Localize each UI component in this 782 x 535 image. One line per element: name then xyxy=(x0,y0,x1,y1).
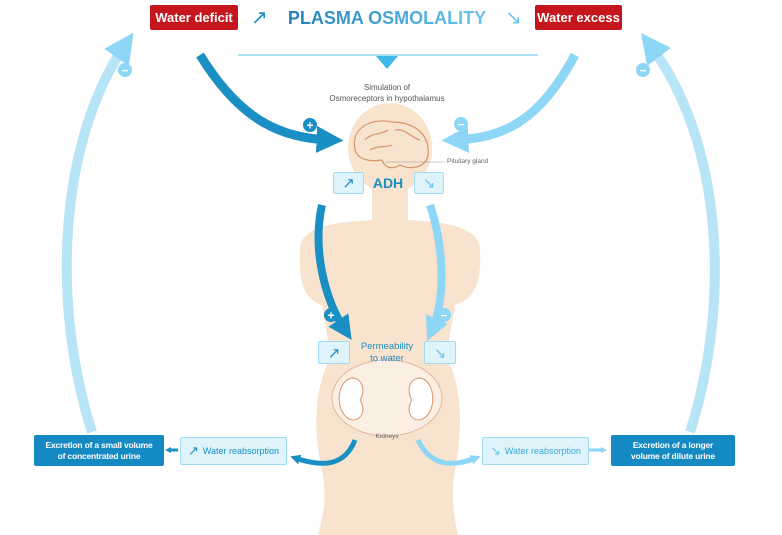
permeability-label: Permeability to water xyxy=(350,341,424,365)
caption-line: Simulation of xyxy=(363,83,411,92)
plus-icon xyxy=(303,118,317,132)
water-deficit-label: Water deficit xyxy=(150,5,238,30)
minus-sign: − xyxy=(457,118,464,132)
down-triangle-icon xyxy=(376,56,398,69)
deficit-arrow xyxy=(196,52,344,153)
adh-increase-arrow xyxy=(314,204,352,340)
kidneys-icon xyxy=(331,359,443,437)
permeability-decrease-box: ↘ xyxy=(424,341,456,364)
decrease-arrow-icon: ↘ xyxy=(505,7,522,29)
plus-sign: + xyxy=(306,119,313,133)
adh-decrease-box: ↘ xyxy=(414,172,444,194)
pituitary-label: Pituitary gland xyxy=(447,158,489,165)
excretion-line: volume of dilute urine xyxy=(631,450,715,461)
plus-icon xyxy=(324,308,338,322)
excess-arrow xyxy=(441,52,579,153)
permeability-line: Permeability xyxy=(360,341,414,352)
brain-icon xyxy=(353,120,429,169)
reabsorption-label: Water reabsorption xyxy=(504,446,582,456)
minus-icon xyxy=(454,117,468,131)
excretion-line: Excretion of a small volume xyxy=(45,439,153,450)
water-excess-label: Water excess xyxy=(535,5,622,30)
page-title: PLASMA OSMOLALITY xyxy=(282,8,492,29)
minus-icon xyxy=(118,63,132,77)
minus-icon xyxy=(636,63,650,77)
excretion-line: Excretion of a longer xyxy=(632,439,714,450)
increase-arrow-icon: ↗ xyxy=(187,443,199,458)
excretion-line: of concentrated urine xyxy=(57,450,141,461)
water-reabsorption-increase-box: ↗ Water reabsorption xyxy=(180,437,287,465)
hypothalamus-caption: Simulation of Osmoreceptors in hypothala… xyxy=(287,82,487,104)
increase-arrow-icon: ↗ xyxy=(251,7,268,29)
minus-sign: − xyxy=(440,309,447,323)
feedback-left-arrow xyxy=(61,32,134,434)
minus-sign: − xyxy=(121,64,128,78)
kidney-right-arrow xyxy=(415,438,481,466)
caption-line: Osmoreceptors in hypothalamus xyxy=(329,94,445,103)
adh-decrease-arrow xyxy=(425,203,448,342)
water-reabsorption-decrease-box: ↘ Water reabsorption xyxy=(482,437,589,465)
kidney-left-arrow xyxy=(290,438,358,466)
permeability-increase-box: ↗ xyxy=(318,341,350,364)
feedback-right-arrow xyxy=(640,33,720,434)
minus-icon xyxy=(437,308,451,322)
reabsorption-label: Water reabsorption xyxy=(202,446,280,456)
plus-sign: + xyxy=(327,309,334,323)
adh-increase-box: ↗ xyxy=(333,172,364,194)
permeability-line: to water xyxy=(370,353,404,364)
decrease-arrow-icon: ↘ xyxy=(489,443,501,458)
adh-label: ADH xyxy=(372,175,404,191)
kidneys-label: Kidneys xyxy=(375,433,399,440)
minus-sign: − xyxy=(639,64,646,78)
